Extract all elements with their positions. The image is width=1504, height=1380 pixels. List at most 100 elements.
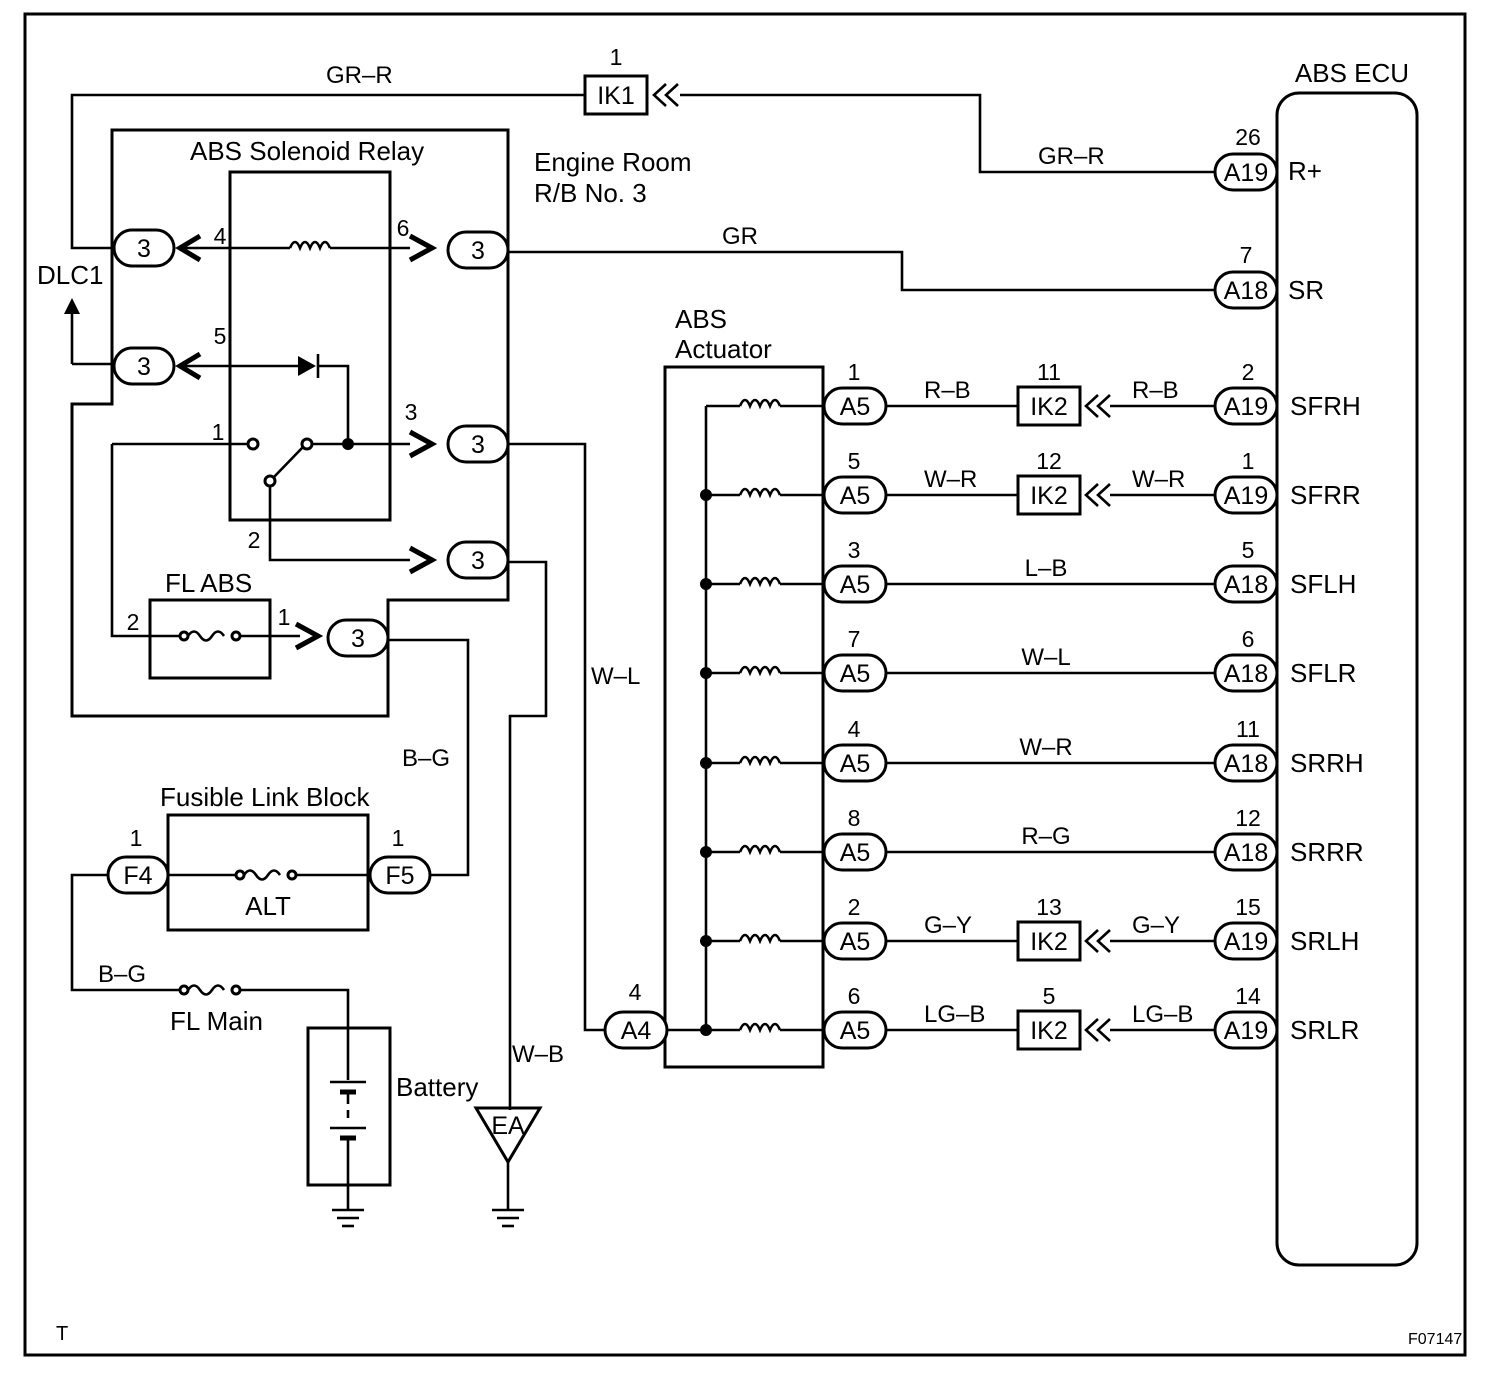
corner-mark: T <box>56 1323 68 1345</box>
fl-abs-left-pin: 2 <box>127 609 140 635</box>
relay-connector-pin6: 3 6 <box>397 215 510 270</box>
wire-color-label-right: LG–B <box>1132 1001 1193 1028</box>
svg-text:A18: A18 <box>1224 277 1268 305</box>
wire-color-label: W–R <box>1019 734 1072 761</box>
alt-label: ALT <box>245 891 291 921</box>
figure-id: F07147 <box>1408 1331 1462 1348</box>
a5-connector-label: A5 <box>840 928 871 956</box>
fl-main-fuse-icon <box>186 984 226 996</box>
a5-connector-label: A5 <box>840 1017 871 1045</box>
svg-text:1: 1 <box>392 825 405 851</box>
ecu-terminal-r-plus: A19 26 R+ <box>1213 124 1322 192</box>
svg-text:F5: F5 <box>385 862 414 890</box>
b-g-lower-wire <box>70 873 180 992</box>
ik2-pin-number: 11 <box>1037 359 1061 385</box>
solenoid-coil-icon <box>738 933 782 945</box>
wire-color-label: W–L <box>1021 644 1070 671</box>
svg-text:3: 3 <box>137 235 151 263</box>
ecu-pin-number: 12 <box>1235 805 1261 831</box>
a5-pin-number: 2 <box>848 894 861 920</box>
svg-text:1: 1 <box>278 604 291 630</box>
svg-text:4: 4 <box>214 223 227 249</box>
relay-contact-1 <box>246 437 260 451</box>
a5-pin-number: 1 <box>848 359 861 385</box>
wire-color-label-right: G–Y <box>1132 912 1180 939</box>
ecu-pin-number: 15 <box>1235 894 1261 920</box>
svg-text:3: 3 <box>471 547 485 575</box>
solenoid-coil-icon <box>738 1022 782 1034</box>
a5-pin-number: 7 <box>848 626 861 652</box>
ecu-pin-number: 1 <box>1242 448 1255 474</box>
svg-text:3: 3 <box>351 625 365 653</box>
ik2-connector <box>1016 1009 1082 1051</box>
svg-text:7: 7 <box>1240 242 1253 268</box>
fl-main-label: FL Main <box>170 1006 263 1036</box>
svg-text:26: 26 <box>1235 124 1261 150</box>
abs-solenoid-relay-body <box>228 170 392 522</box>
solenoid-coil-icon <box>738 398 782 410</box>
ecu-connector-label: A19 <box>1224 1017 1268 1045</box>
ecu-connector-label: A19 <box>1224 482 1268 510</box>
relay-connector-pin3: 3 3 <box>405 399 510 464</box>
relay-connector-pin5: 3 5 <box>112 323 227 386</box>
ecu-pin-number: 11 <box>1236 716 1260 742</box>
ik2-connector-label: IK2 <box>1030 928 1068 956</box>
solenoid-coil-icon <box>738 487 782 499</box>
f4-connector: F4 1 <box>106 825 170 895</box>
svg-text:R+: R+ <box>1288 156 1322 186</box>
svg-text:5: 5 <box>214 323 227 349</box>
battery-label: Battery <box>396 1072 478 1102</box>
wire-color-label-right: W–R <box>1132 466 1185 493</box>
ecu-terminal-name: SRRR <box>1290 837 1364 867</box>
ik2-connector-label: IK2 <box>1030 1017 1068 1045</box>
svg-text:A4: A4 <box>621 1017 652 1045</box>
ecu-terminal-name: SRRH <box>1290 748 1364 778</box>
svg-text:3: 3 <box>471 237 485 265</box>
abs-ecu: ABS ECU <box>1275 58 1419 1267</box>
a5-connector-label: A5 <box>840 839 871 867</box>
svg-text:3: 3 <box>405 399 418 425</box>
dlc1-arrow-icon <box>64 298 80 314</box>
ik1-connector: IK1 1 <box>583 44 679 116</box>
svg-text:3: 3 <box>471 431 485 459</box>
a5-connector-label: A5 <box>840 482 871 510</box>
f5-connector: F5 1 <box>368 825 432 895</box>
ecu-connector-label: A19 <box>1224 393 1268 421</box>
ecu-pin-number: 5 <box>1242 537 1255 563</box>
gr-r-top-label: GR–R <box>326 62 393 89</box>
ik2-arrow-icon <box>1084 929 1111 953</box>
fl-abs-label: FL ABS <box>165 568 252 598</box>
relay-pin2-wire <box>268 486 410 562</box>
ecu-pin-number: 2 <box>1242 359 1255 385</box>
alt-fuse-icon <box>242 869 282 881</box>
ik2-connector <box>1016 474 1082 516</box>
svg-text:1: 1 <box>130 825 143 851</box>
abs-actuator: ABS Actuator <box>663 304 825 1069</box>
ea-label: EA <box>491 1112 525 1140</box>
ik1-pin: 1 <box>610 44 623 70</box>
ecu-terminal-name: SFLH <box>1290 569 1356 599</box>
w-b-label: W–B <box>512 1041 564 1068</box>
wire-color-label-left: W–R <box>924 466 977 493</box>
dlc1-label: DLC1 <box>37 260 103 290</box>
svg-text:6: 6 <box>397 215 410 241</box>
gr-wire <box>508 250 1215 292</box>
solenoid-coil-icon <box>738 755 782 767</box>
a5-pin-number: 8 <box>848 805 861 831</box>
relay-connector-pin4: 3 4 <box>112 223 227 268</box>
solenoid-coil-icon <box>738 576 782 588</box>
w-l-label: W–L <box>591 663 640 690</box>
w-b-wire <box>508 560 548 1110</box>
a5-connector-label: A5 <box>840 750 871 778</box>
fl-abs-fuse-box <box>148 598 272 680</box>
relay-coil-icon <box>288 240 332 252</box>
ik2-arrow-icon <box>1084 483 1111 507</box>
gr-r-ecu-label: GR–R <box>1038 143 1105 170</box>
b-g-lower-label: B–G <box>98 961 146 988</box>
